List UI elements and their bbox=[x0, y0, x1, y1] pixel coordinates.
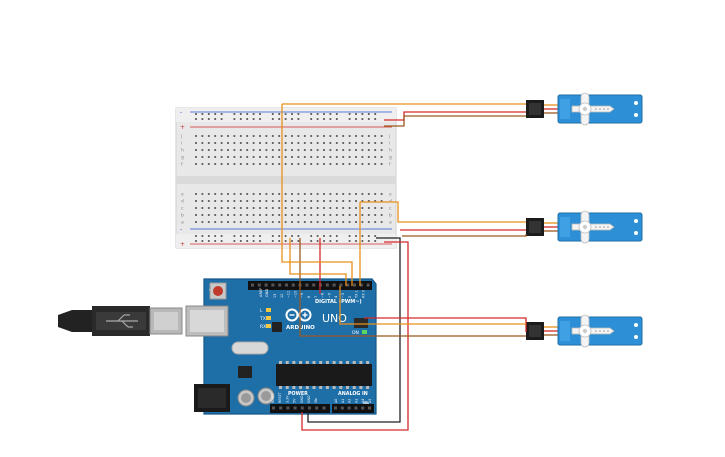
digital-pin-label: ~11 bbox=[287, 291, 291, 298]
usb-cable-icon bbox=[58, 306, 183, 336]
digital-pin-label: ~6 bbox=[321, 293, 325, 298]
digital-pin-label: TX 1 bbox=[355, 290, 359, 299]
digital-header bbox=[248, 281, 372, 290]
breadboard-row-letter: e bbox=[181, 193, 184, 198]
wire-brown-ground bbox=[299, 115, 527, 337]
analog-pin-label: A5 bbox=[368, 399, 372, 403]
power-pin-label: 5V bbox=[293, 398, 297, 403]
analog-label: ANALOG IN bbox=[338, 391, 368, 397]
breadboard-row-letter: i bbox=[181, 141, 182, 147]
power-header bbox=[270, 404, 330, 413]
digital-pin-label: 4 bbox=[334, 296, 338, 298]
power-pin-label: IOREF bbox=[271, 393, 275, 403]
tx-led-label: TX bbox=[259, 316, 266, 322]
servo-middle bbox=[526, 210, 643, 244]
breadboard-row-letter: b bbox=[181, 213, 184, 219]
breadboard-row-letter: f bbox=[181, 162, 183, 168]
breadboard-row-letter: d bbox=[181, 199, 184, 205]
rx-led-label: RX bbox=[260, 324, 266, 330]
digital-pin-label: ~5 bbox=[327, 293, 331, 298]
breadboard-row-letter: h bbox=[181, 148, 184, 154]
on-led-label: ON bbox=[352, 330, 359, 336]
digital-pin-label: ~9 bbox=[300, 293, 304, 298]
digital-pin-label: 12 bbox=[280, 294, 284, 298]
wire-black-ground bbox=[307, 237, 401, 423]
servo-top bbox=[526, 92, 643, 126]
breadboard-row-letter: a bbox=[389, 221, 392, 226]
wire-red-power bbox=[301, 111, 527, 431]
usb-symbol-icon bbox=[106, 314, 138, 328]
digital-pin-label: RX 0 bbox=[361, 290, 365, 298]
breadboard-row-letter: h bbox=[389, 148, 392, 154]
digital-label: DIGITAL (PWM~) bbox=[315, 299, 362, 305]
digital-pin-label: 2 bbox=[348, 296, 352, 298]
breadboard-row-letter: j bbox=[388, 134, 390, 140]
gnd-label: GND bbox=[265, 289, 269, 297]
digital-pin-label: ~10 bbox=[293, 291, 297, 298]
power-pin-label: 3.3V bbox=[285, 395, 289, 403]
power-pin-label: GND bbox=[300, 395, 304, 403]
analog-pin-label: A1 bbox=[341, 399, 345, 403]
digital-pin-label: 7 bbox=[314, 296, 318, 298]
breadboard-holes bbox=[195, 113, 383, 242]
analog-header bbox=[332, 404, 374, 413]
rail-minus-label-bottom: - bbox=[180, 226, 182, 233]
analog-pin-label: A2 bbox=[348, 399, 352, 403]
digital-pin-label: ~3 bbox=[341, 293, 345, 298]
rail-minus-label: - bbox=[180, 109, 182, 116]
analog-pin-label: A3 bbox=[354, 399, 358, 403]
rail-plus-label-bottom: + bbox=[180, 241, 185, 248]
breadboard-row-letter: b bbox=[389, 213, 392, 219]
servo-bottom bbox=[526, 314, 643, 348]
breadboard-row-letter: c bbox=[181, 207, 184, 212]
breadboard-row-letter: g bbox=[389, 156, 392, 161]
breadboard-row-letter: a bbox=[181, 221, 184, 226]
analog-pin-label: A0 bbox=[334, 399, 338, 403]
power-pin-label: Vin bbox=[314, 398, 318, 403]
breadboard-row-letter: j bbox=[180, 134, 182, 140]
model-label: UNO bbox=[322, 312, 347, 325]
breadboard-row-letter: c bbox=[389, 207, 392, 212]
atmega-chip bbox=[276, 364, 372, 386]
power-label: POWER bbox=[288, 391, 308, 397]
breadboard-row-letter: e bbox=[389, 193, 392, 198]
power-pin-label: GND bbox=[307, 395, 311, 403]
aref-label: AREF bbox=[259, 288, 263, 297]
l-led-label: L bbox=[260, 308, 263, 314]
breadboard-row-letter: g bbox=[181, 156, 184, 161]
wire-orange-signal bbox=[281, 103, 526, 325]
breadboard-row-letter: i bbox=[389, 141, 390, 147]
power-pin-label: RESET bbox=[278, 391, 282, 403]
digital-pin-label: 13 bbox=[273, 294, 277, 298]
breadboard-row-letter: f bbox=[389, 162, 391, 168]
analog-pin-label: A4 bbox=[361, 399, 365, 403]
digital-pin-label: 8 bbox=[307, 296, 311, 298]
rail-plus-label: + bbox=[180, 124, 185, 131]
